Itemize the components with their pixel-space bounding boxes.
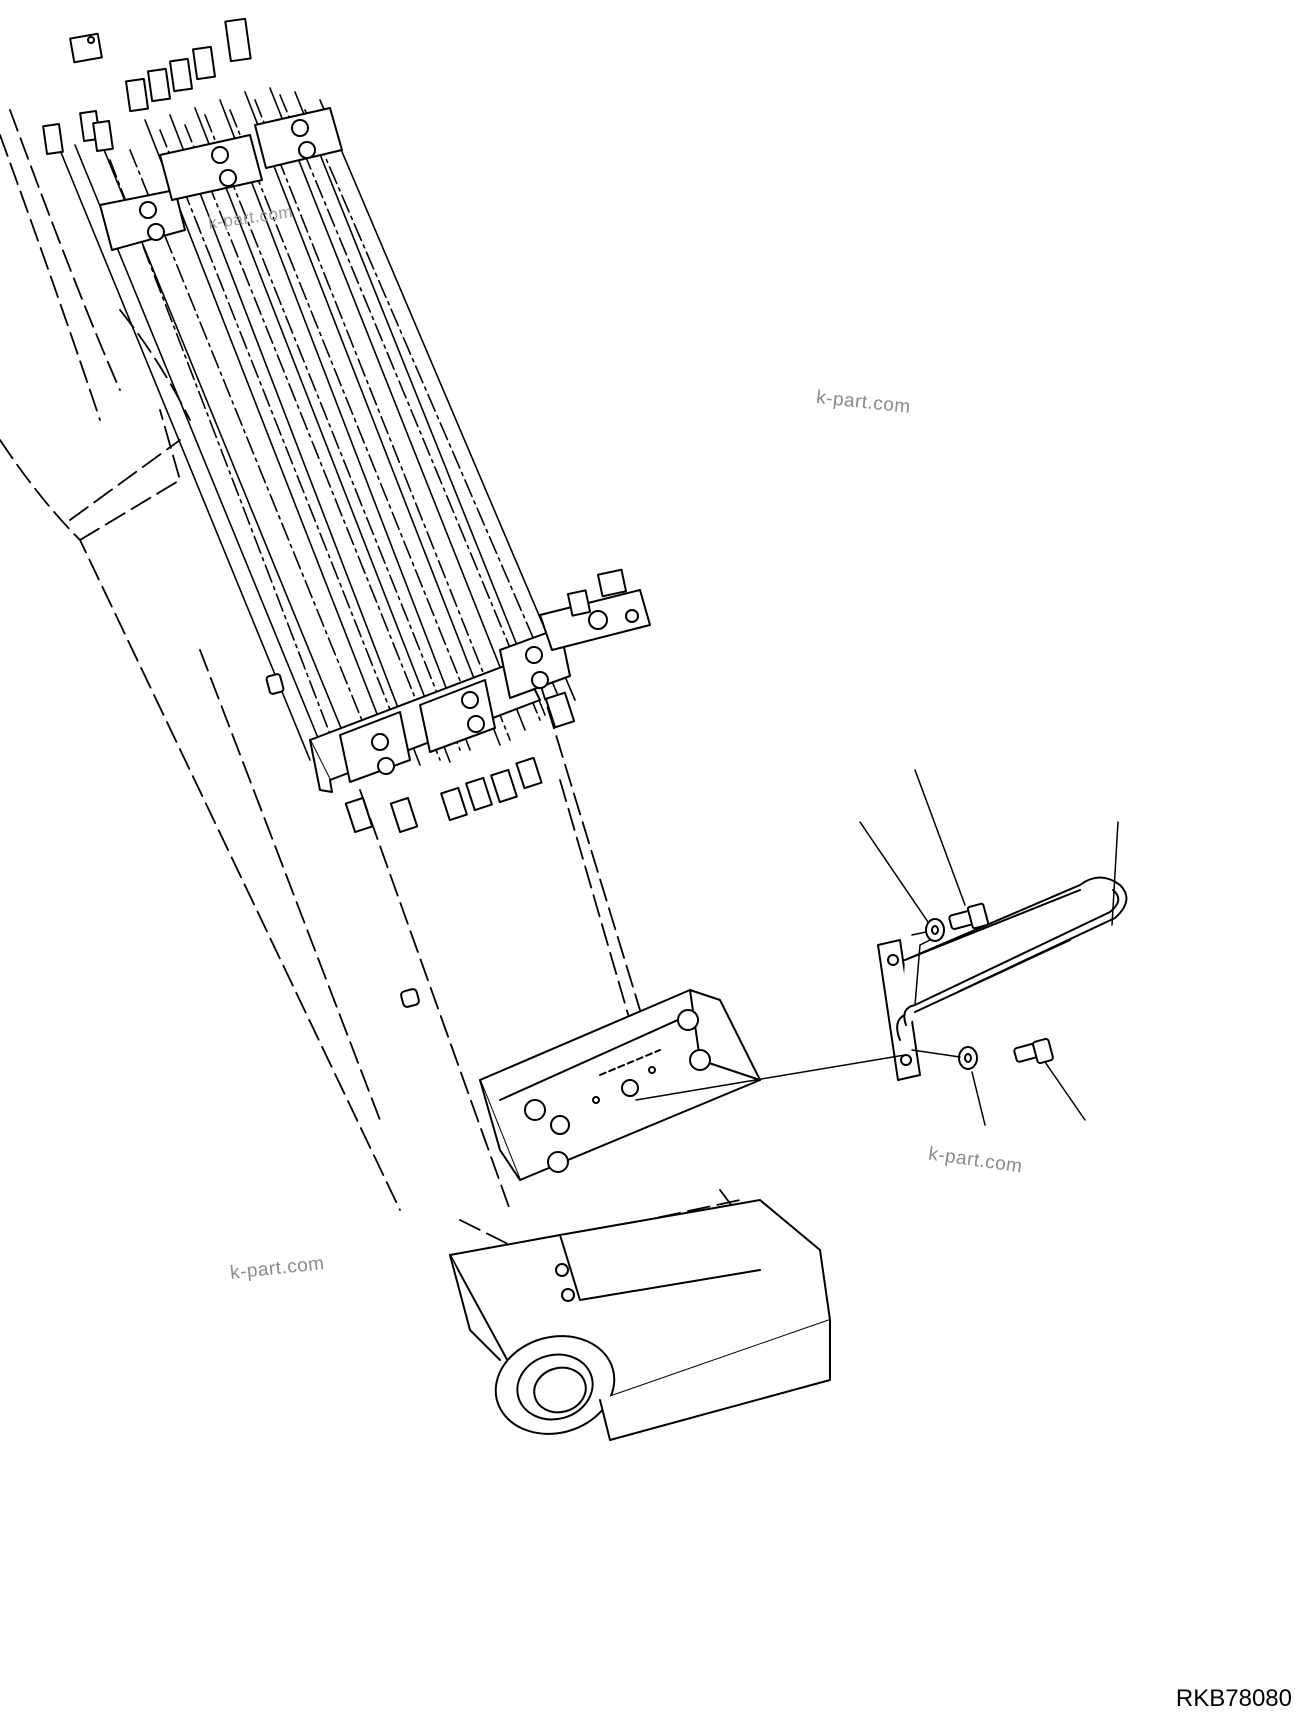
- upper-hose-fittings: [42, 17, 252, 155]
- leader-lines: [859, 769, 1119, 1126]
- lower-washer: [958, 1046, 978, 1070]
- lower-bolt: [1013, 1037, 1054, 1065]
- boom-foot-pivot: [449, 1199, 831, 1441]
- upper-clamps: [99, 107, 343, 251]
- assembly-lines: [635, 931, 961, 1101]
- handrail-assembly: [877, 876, 1128, 1081]
- upper-bolt: [948, 902, 990, 930]
- upper-washer: [925, 918, 945, 942]
- drawing-code: RKB78080: [1175, 1685, 1292, 1712]
- lower-bracket-block: [400, 988, 761, 1181]
- hose-bundle: [59, 87, 576, 766]
- boom-outline: [0, 109, 781, 1271]
- mid-clamp-assembly: [265, 568, 651, 834]
